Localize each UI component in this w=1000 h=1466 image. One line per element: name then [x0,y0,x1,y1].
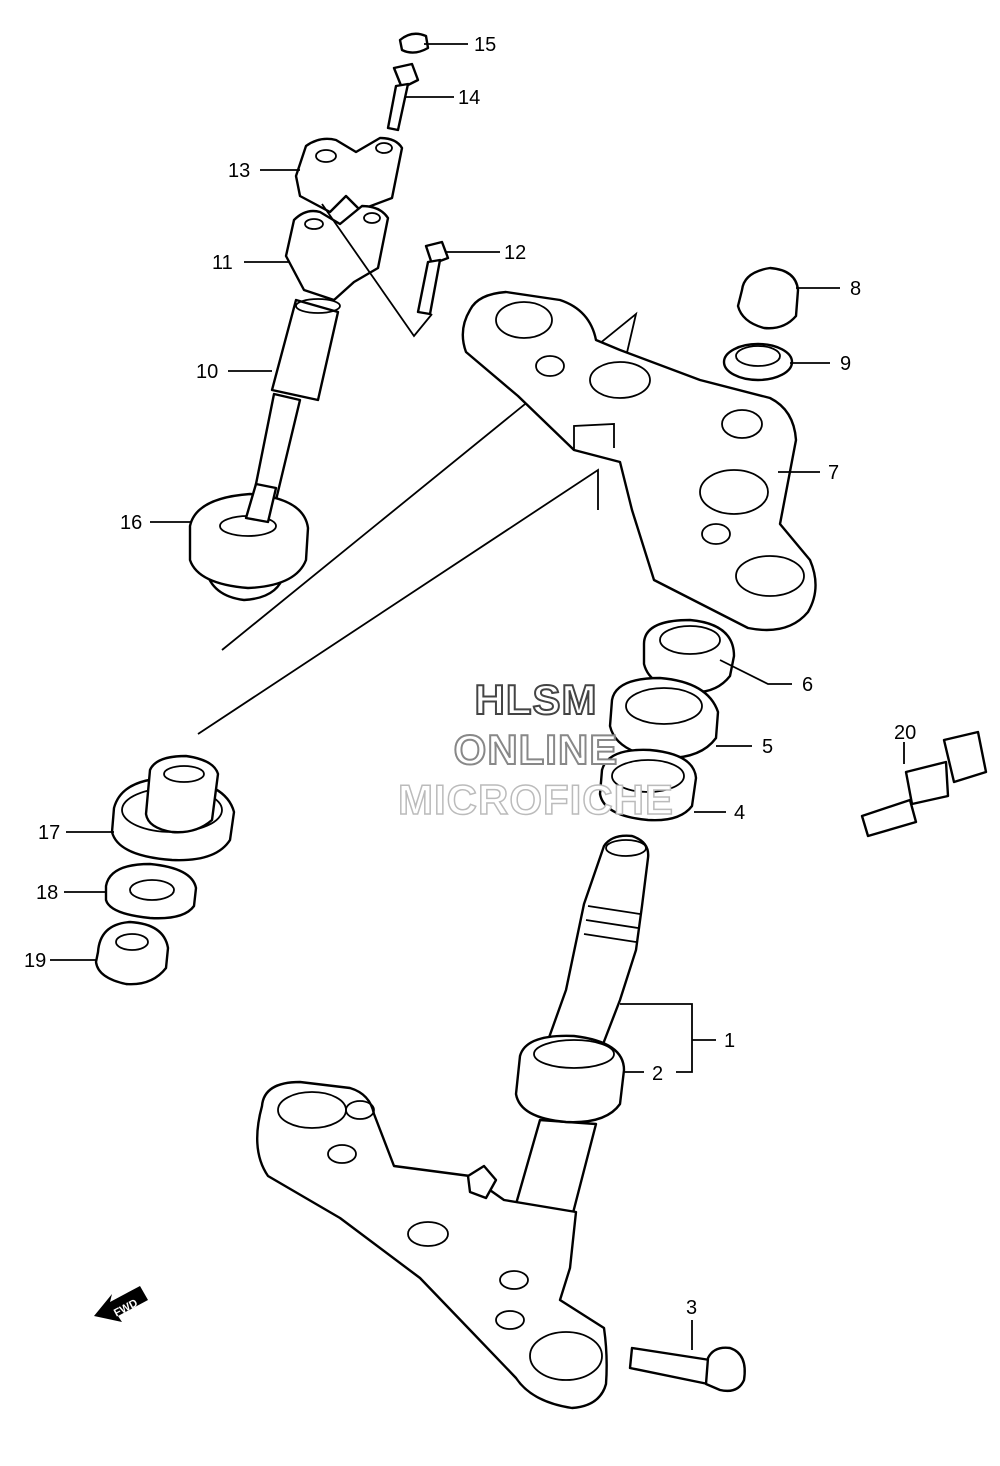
callout-2: 2 [652,1063,663,1085]
watermark-line-2: ONLINE [453,725,619,774]
callout-7: 7 [828,462,839,484]
callout-5: 5 [762,736,773,758]
part-15-cap[interactable] [398,32,430,54]
watermark-line-1: HLSM [474,675,598,724]
part-13-clamp-upper[interactable] [294,136,404,214]
part-19-nut[interactable] [94,920,170,986]
part-4-bearing[interactable] [598,748,698,822]
callout-1: 1 [724,1030,735,1052]
callout-12: 12 [504,242,526,264]
callout-6: 6 [802,674,813,696]
part-16-mount[interactable] [188,482,310,602]
part-3-bolt[interactable] [628,1346,746,1393]
callout-3: 3 [686,1297,697,1319]
callout-4: 4 [734,802,745,824]
lower-bracket[interactable] [256,1080,608,1410]
part-9-washer[interactable] [722,342,794,382]
callout-9: 9 [840,353,851,375]
callout-17: 17 [38,822,60,844]
leader-lines [50,43,905,1350]
part-14-bolt[interactable] [386,62,420,132]
part-18-washer[interactable] [104,862,198,920]
part-11-holder[interactable] [284,204,390,302]
callout-11: 11 [212,252,233,274]
part-10-stem[interactable] [252,298,341,502]
callout-15: 15 [474,34,496,56]
callout-20: 20 [894,722,916,744]
part-20-bolt[interactable] [860,730,988,838]
part-2-seal[interactable] [514,1034,626,1124]
watermark-line-3: MICROFICHE [397,775,674,824]
callout-13: 13 [228,160,250,182]
callout-19: 19 [24,950,46,972]
fwd-arrow-icon: FWD [94,1286,148,1322]
part-8-cap[interactable] [736,266,800,330]
callout-14: 14 [458,87,480,109]
callout-18: 18 [36,882,58,904]
part-7-upper-bracket[interactable] [461,290,817,632]
callout-labels: 1 2 3 4 5 6 7 8 9 10 11 12 13 14 15 16 1… [24,34,916,1319]
part-12-bolt[interactable] [416,240,450,316]
callout-10: 10 [196,361,218,383]
callout-16: 16 [120,512,142,534]
callout-8: 8 [850,278,861,300]
part-17-bearing[interactable] [110,754,236,862]
